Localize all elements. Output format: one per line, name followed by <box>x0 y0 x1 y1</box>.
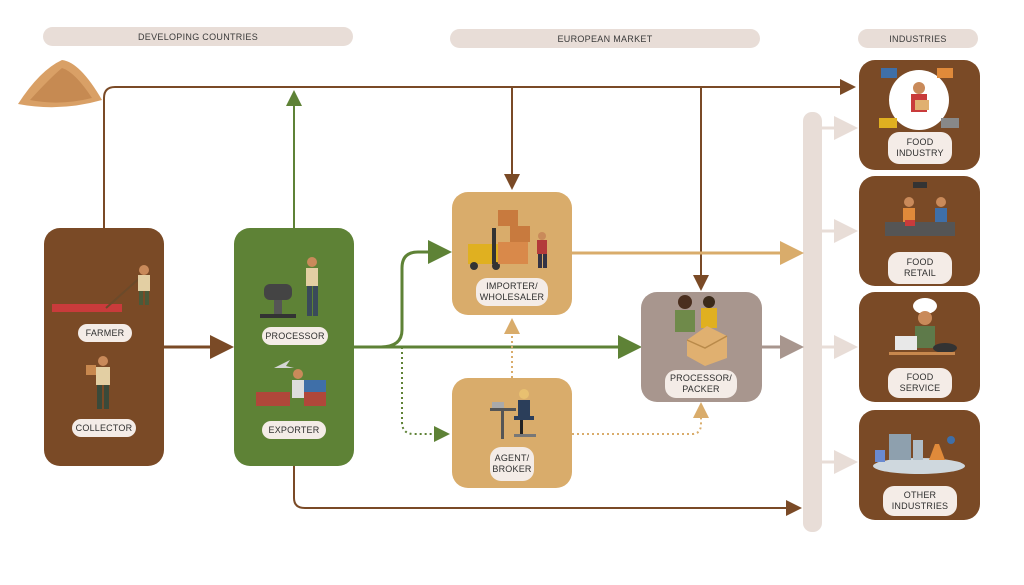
food-industry-text-line1: FOOD <box>906 137 934 147</box>
header-developing-countries: DEVELOPING COUNTRIES <box>43 27 353 46</box>
collector-text: COLLECTOR <box>75 422 133 433</box>
exporter-box: PROCESSOR EXPORTER <box>234 228 354 466</box>
arrow-exporter-to-market <box>293 466 802 516</box>
importer-text-line2: WHOLESALER <box>479 292 545 302</box>
agent-box: AGENT/ BROKER <box>452 378 572 488</box>
packer-text-line2: PACKER <box>682 384 720 394</box>
packer-box: PROCESSOR/ PACKER <box>641 292 762 402</box>
food-service-label: FOOD SERVICE <box>888 368 952 398</box>
food-service-illustration <box>889 298 957 355</box>
food-industry-box: FOOD INDUSTRY <box>859 60 980 170</box>
food-retail-label: FOOD RETAIL <box>888 252 952 284</box>
agent-text-line2: BROKER <box>492 464 532 474</box>
header-european-label: EUROPEAN MARKET <box>557 33 653 44</box>
header-developing-label: DEVELOPING COUNTRIES <box>137 31 259 42</box>
importer-label: IMPORTER/ WHOLESALER <box>476 278 548 306</box>
agent-text-line1: AGENT/ <box>494 453 530 463</box>
food-retail-illustration <box>885 182 955 236</box>
food-industry-text-line2: INDUSTRY <box>896 148 944 158</box>
importer-text-line1: IMPORTER/ <box>486 281 538 291</box>
packer-label: PROCESSOR/ PACKER <box>665 370 737 398</box>
header-european-market: EUROPEAN MARKET <box>450 29 760 48</box>
market-collector-bar <box>803 112 822 532</box>
arrow-farmer-to-food-industry <box>103 79 856 228</box>
other-industries-box: OTHER INDUSTRIES <box>859 410 980 520</box>
header-industries-label: INDUSTRIES <box>889 33 947 44</box>
exporter-label: EXPORTER <box>262 421 326 439</box>
food-retail-box: FOOD RETAIL <box>859 176 980 286</box>
exporter-text: EXPORTER <box>268 424 320 435</box>
arrow-exporter-to-importer <box>379 240 452 349</box>
importer-box: IMPORTER/ WHOLESALER <box>452 192 572 315</box>
farmer-illustration <box>52 265 150 409</box>
importer-illustration <box>468 210 547 270</box>
food-industry-label: FOOD INDUSTRY <box>888 132 952 164</box>
farmer-text: FARMER <box>85 327 125 338</box>
food-industry-illustration <box>879 68 959 130</box>
developing-box: FARMER COLLECTOR <box>44 228 164 466</box>
packer-text-line1: PROCESSOR/ <box>669 373 732 383</box>
other-industries-illustration <box>873 434 965 474</box>
food-retail-text-line1: FOOD <box>906 257 934 267</box>
arrow-exporter-to-agent <box>401 347 450 442</box>
collector-label: COLLECTOR <box>72 419 136 437</box>
food-service-text-line2: SERVICE <box>899 383 941 393</box>
processor-text: PROCESSOR <box>265 330 325 341</box>
processor-exporter-illustration <box>256 257 326 406</box>
other-industries-label: OTHER INDUSTRIES <box>883 486 957 516</box>
arrow-agent-to-packer <box>572 402 709 435</box>
agent-illustration <box>490 389 536 439</box>
farmer-label: FARMER <box>78 324 132 342</box>
agent-label: AGENT/ BROKER <box>490 447 534 481</box>
header-industries: INDUSTRIES <box>858 29 978 48</box>
food-service-box: FOOD SERVICE <box>859 292 980 402</box>
other-industries-text-line2: INDUSTRIES <box>891 501 949 511</box>
other-industries-text-line1: OTHER <box>903 490 937 500</box>
packer-illustration <box>675 295 728 366</box>
food-service-text-line1: FOOD <box>906 372 934 382</box>
processor-label: PROCESSOR <box>262 327 328 345</box>
food-retail-text-line2: RETAIL <box>903 268 937 278</box>
